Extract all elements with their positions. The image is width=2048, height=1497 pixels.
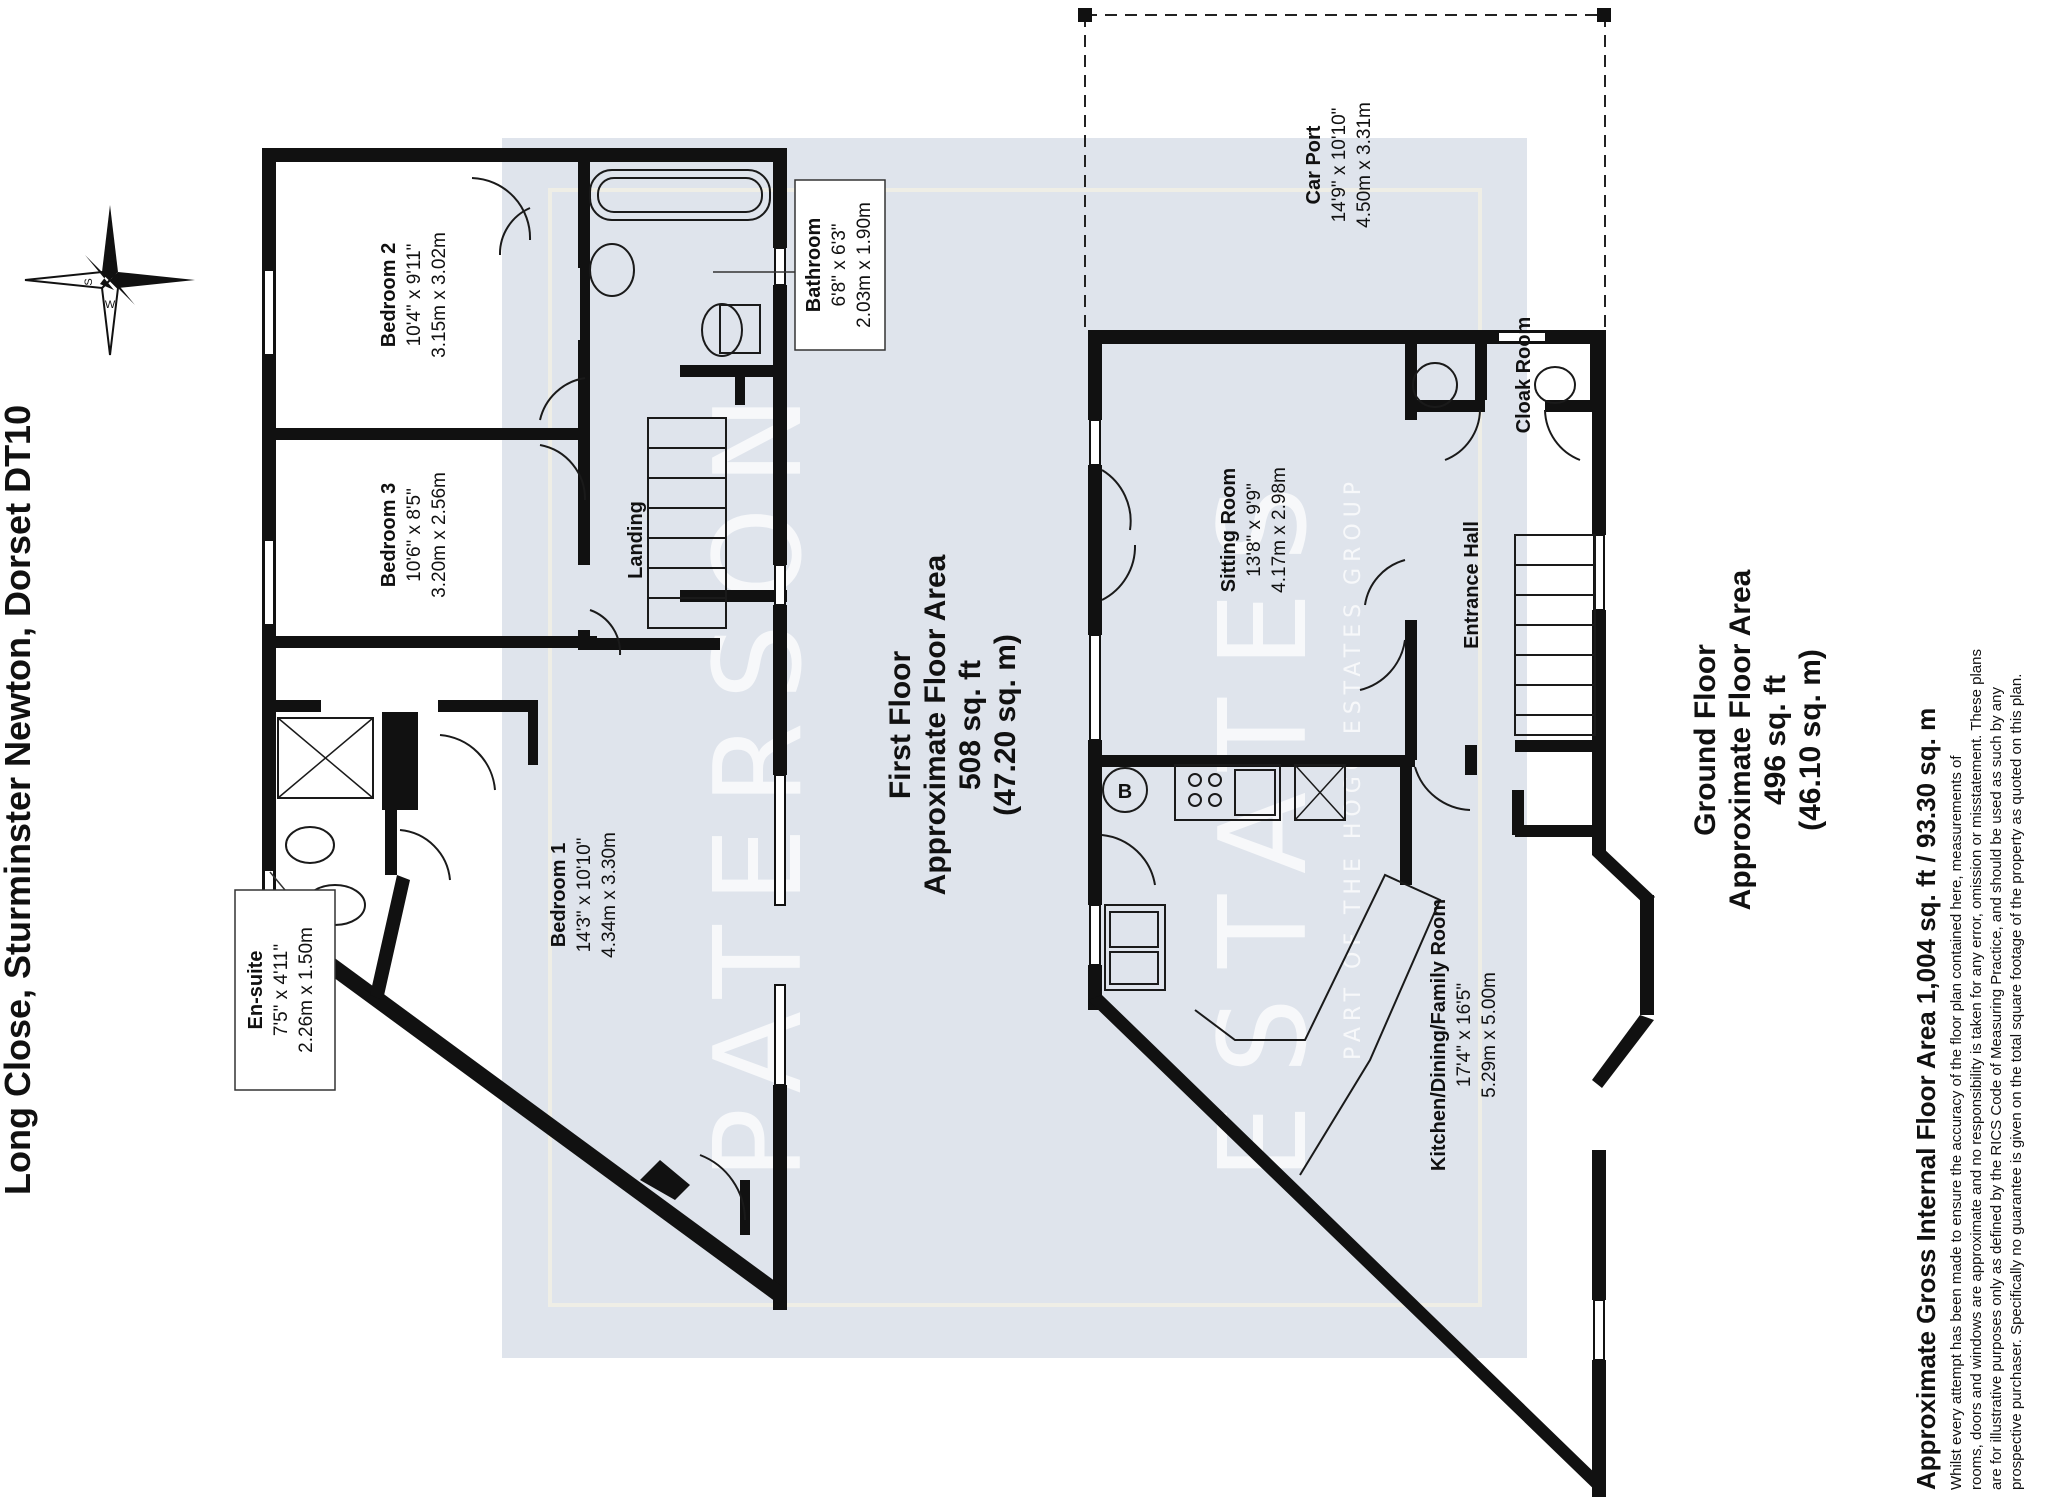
property-title: Long Close, Sturminster Newton, Dorset D…: [0, 405, 38, 1195]
bedroom-1-imperial: 14'3" x 10'10": [574, 838, 595, 953]
ensuite-toilet: [285, 826, 335, 864]
cloak-basin: [1412, 362, 1458, 408]
first-floor-fixtures: [277, 169, 771, 1221]
compass-n: N: [129, 278, 141, 286]
disclaimer-line-4: prospective purchaser. Specifically no g…: [2008, 674, 2025, 1490]
fridge-unit: [1294, 764, 1346, 821]
hob: [1174, 764, 1281, 821]
room-label-bedroom-1: Bedroom 1 14'3" x 10'10" 4.34m x 3.30m: [548, 832, 620, 958]
kitchen-sink: [1104, 904, 1166, 991]
first-floor-area-heading: Approximate Floor Area: [919, 554, 952, 895]
compass-e: E: [106, 253, 113, 265]
bedroom-3-metric: 3.20m x 2.56m: [429, 472, 450, 598]
first-floor-label: First Floor: [884, 651, 917, 800]
disclaimer-line-3: are for illustrative purposes only as de…: [1988, 687, 2005, 1490]
kitchen-name: Kitchen/Dining/Family Room: [1428, 899, 1450, 1171]
kitchen-metric: 5.29m x 5.00m: [1479, 972, 1500, 1098]
boiler-label: B: [1118, 781, 1132, 803]
ground-floor-fixtures: B: [1101, 362, 1596, 1176]
room-label-landing: Landing: [625, 501, 647, 579]
first-floor-area-sqm: (47.20 sq. m): [989, 634, 1022, 816]
kitchen-island: [1194, 873, 1442, 1176]
room-label-ensuite: En-suite 7'5" x 4'11" 2.26m x 1.50m: [234, 871, 336, 1091]
ensuite-metric: 2.26m x 1.50m: [296, 927, 317, 1053]
boiler-circle: [1102, 767, 1148, 813]
compass-rose: N E S W: [24, 205, 195, 356]
total-floor-area: Approximate Gross Internal Floor Area 1,…: [1911, 708, 1941, 1490]
shower-tray: [277, 717, 374, 799]
first-floor-area: First Floor Approximate Floor Area 508 s…: [884, 554, 1022, 895]
ensuite-imperial: 7'5" x 4'11": [271, 944, 292, 1036]
cloak-room-name: Cloak Room: [1513, 317, 1535, 434]
ground-floor-label: Ground Floor: [1689, 644, 1722, 836]
room-label-bedroom-2: Bedroom 2 10'4" x 9'11" 3.15m x 3.02m: [378, 232, 450, 358]
cloak-toilet: [1534, 366, 1576, 404]
ground-floor-area-sqm: (46.10 sq. m): [1794, 649, 1827, 831]
ensuite-name: En-suite: [245, 951, 267, 1030]
footer: Approximate Gross Internal Floor Area 1,…: [1911, 649, 2025, 1490]
bathroom-name: Bathroom: [803, 218, 825, 312]
watermark-brand-line2: ESTATES: [1195, 456, 1334, 1180]
first-floor-stairs: [647, 417, 727, 629]
watermark-text-group: PATERSON: [690, 374, 829, 1180]
ground-floor-area-sqft: 496 sq. ft: [1759, 675, 1792, 805]
room-label-entrance-hall: Entrance Hall: [1461, 521, 1483, 649]
bathroom-basin: [589, 243, 635, 297]
disclaimer-line-1: Whilst every attempt has been made to en…: [1948, 755, 1965, 1490]
room-label-cloak-room: Cloak Room: [1513, 317, 1535, 434]
disclaimer-line-2: rooms, doors and windows are approximate…: [1968, 649, 1985, 1490]
room-label-bathroom: Bathroom 6'8" x 6'3" 2.03m x 1.90m: [713, 179, 886, 351]
car-port-metric: 4.50m x 3.31m: [1354, 102, 1375, 228]
sitting-room-metric: 4.17m x 2.98m: [1269, 467, 1290, 593]
ground-floor-stairs: [1514, 534, 1596, 736]
bathroom-imperial: 6'8" x 6'3": [829, 223, 850, 306]
ground-floor-area: Ground Floor Approximate Floor Area 496 …: [1689, 569, 1827, 910]
bathroom-metric: 2.03m x 1.90m: [854, 202, 875, 328]
bedroom-1-metric: 4.34m x 3.30m: [599, 832, 620, 958]
room-label-sitting-room: Sitting Room 13'8" x 9'9" 4.17m x 2.98m: [1218, 467, 1290, 593]
ground-floor-windows: [1089, 331, 1605, 1361]
bedroom-2-imperial: 10'4" x 9'11": [404, 244, 425, 347]
ground-floor-walls: [1078, 8, 1655, 1497]
watermark-frame: [548, 188, 1482, 1307]
first-floor-area-sqft: 508 sq. ft: [954, 660, 987, 790]
sitting-room-name: Sitting Room: [1218, 468, 1240, 592]
compass-s: S: [83, 278, 95, 285]
bedroom-3-name: Bedroom 3: [378, 483, 400, 587]
sitting-room-imperial: 13'8" x 9'9": [1244, 483, 1265, 577]
car-port-name: Car Port: [1303, 125, 1325, 204]
room-label-car-port: Car Port 14'9" x 10'10" 4.50m x 3.31m: [1303, 102, 1375, 228]
watermark-brand-line1: PATERSON: [690, 374, 829, 1180]
entrance-hall-name: Entrance Hall: [1461, 521, 1483, 649]
room-label-kitchen: Kitchen/Dining/Family Room 17'4" x 16'5"…: [1428, 899, 1500, 1171]
car-port-imperial: 14'9" x 10'10": [1329, 108, 1350, 223]
bathtub: [589, 169, 771, 221]
landing-name: Landing: [625, 501, 647, 579]
bedroom-2-metric: 3.15m x 3.02m: [429, 232, 450, 358]
room-label-bedroom-3: Bedroom 3 10'6" x 8'5" 3.20m x 2.56m: [378, 472, 450, 598]
compass-w: W: [105, 299, 116, 311]
bedroom-3-imperial: 10'6" x 8'5": [404, 488, 425, 582]
bedroom-1-name: Bedroom 1: [548, 843, 570, 947]
kitchen-imperial: 17'4" x 16'5": [1454, 983, 1475, 1087]
ground-floor-area-heading: Approximate Floor Area: [1724, 569, 1757, 910]
bedroom-2-name: Bedroom 2: [378, 243, 400, 347]
